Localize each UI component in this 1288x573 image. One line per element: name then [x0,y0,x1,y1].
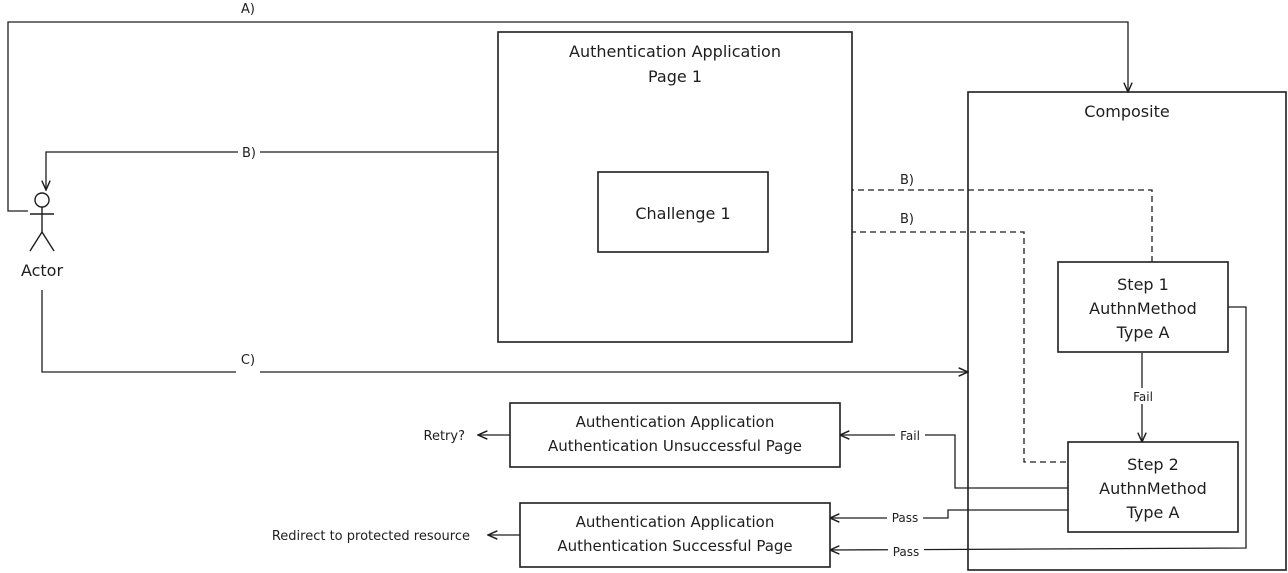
unsuccessful-page-node: Authentication Application Authenticatio… [509,402,841,468]
successful-page-node: Authentication Application Authenticatio… [519,502,831,568]
step2-line3: Type A [1126,503,1180,522]
edge-b-step1-label: B) [900,173,914,188]
challenge1-label: Challenge 1 [635,204,730,223]
edge-fail-step1-step2-label: Fail [1133,390,1153,404]
edge-b-actor-label: B) [242,146,256,161]
redirect-label: Redirect to protected resource [272,529,470,544]
edge-c [41,290,968,372]
step1-line3: Type A [1116,323,1170,342]
unsuccessful-page-line2: Authentication Unsuccessful Page [548,437,802,455]
edge-pass-step2-successful [830,509,1068,518]
actor-label: Actor [21,261,64,280]
edge-b-step2 [768,232,1066,463]
edge-b-actor [46,151,498,190]
edge-pass-composite-successful-label: Pass [893,545,920,559]
step2-line2: AuthnMethod [1099,479,1207,498]
edge-a [7,21,1128,212]
auth-app-page1-title: Authentication Application [569,42,781,61]
retry-label: Retry? [424,429,465,444]
step1-line1: Step 1 [1117,275,1169,294]
composite-label: Composite [1084,102,1169,121]
edge-pass-step2-successful-label: Pass [892,511,919,525]
step1-node: Step 1 AuthnMethod Type A [1057,261,1229,353]
edge-pass-composite-successful [830,306,1247,550]
successful-page-line1: Authentication Application [576,513,775,531]
edge-b-step1 [768,190,1153,262]
edge-fail-step2-unsuccessful-label: Fail [900,429,920,443]
edge-a-label: A) [241,2,255,17]
edge-c-label: C) [241,353,255,368]
unsuccessful-page-line1: Authentication Application [576,413,775,431]
composite-node: Composite [967,91,1287,571]
challenge1-node: Challenge 1 [597,171,769,253]
step2-node: Step 2 AuthnMethod Type A [1067,441,1239,533]
step2-line1: Step 2 [1127,455,1179,474]
step1-line2: AuthnMethod [1089,299,1197,318]
auth-app-page1-subtitle: Page 1 [648,67,702,86]
actor-icon [29,192,55,252]
edge-b-step2-label: B) [900,212,914,227]
successful-page-line2: Authentication Successful Page [557,537,792,555]
